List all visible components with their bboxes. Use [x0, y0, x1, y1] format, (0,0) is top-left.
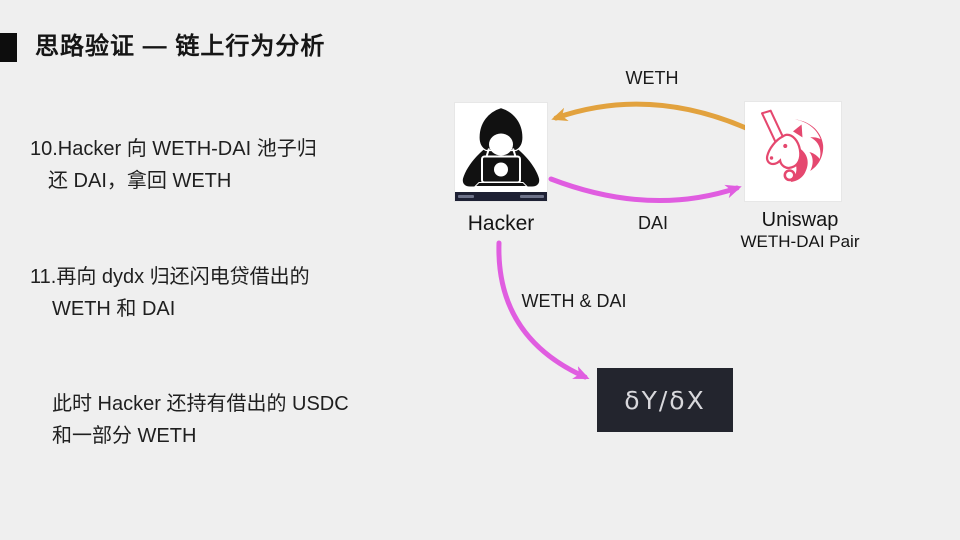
watermark-mark	[520, 195, 544, 198]
uniswap-node-card	[745, 102, 841, 201]
page-title: 思路验证 — 链上行为分析	[35, 33, 326, 60]
edge-label-weth-dai: WETH & DAI	[521, 291, 627, 311]
bullet-note: 此时 Hacker 还持有借出的 USDC 和一部分 WETH	[52, 388, 349, 452]
bullet-step-11-line2: WETH 和 DAI	[52, 298, 176, 320]
edge-label-dai: DAI	[637, 213, 668, 233]
bullet-step-11-line1: 11.再向 dydx 归还闪电贷借出的	[30, 266, 310, 288]
bullet-step-10: 10.Hacker 向 WETH-DAI 池子归 还 DAI，拿回 WETH	[30, 133, 317, 197]
dai-arrow	[548, 176, 742, 204]
bullet-note-line1: 此时 Hacker 还持有借出的 USDC	[52, 393, 349, 415]
formula-node-box: δY/δX	[597, 368, 733, 432]
bullet-note-line2: 和一部分 WETH	[52, 425, 197, 447]
hacker-icon	[462, 106, 540, 187]
weth-arrow	[551, 101, 749, 131]
uniswap-unicorn-icon	[761, 109, 824, 182]
bullet-step-11: 11.再向 dydx 归还闪电贷借出的 WETH 和 DAI	[30, 261, 310, 325]
edge-label-weth: WETH	[625, 68, 679, 88]
hacker-node-label: Hacker	[467, 212, 535, 235]
uniswap-node-label: Uniswap	[761, 209, 839, 231]
watermark-mark	[458, 195, 474, 198]
bullet-step-10-line2: 还 DAI，拿回 WETH	[48, 170, 232, 192]
hacker-node-card	[455, 103, 547, 201]
title-marker-square	[0, 33, 17, 62]
bullet-step-10-line1: 10.Hacker 向 WETH-DAI 池子归	[30, 138, 317, 160]
stock-watermark-bar	[455, 192, 547, 201]
uniswap-node-sublabel: WETH-DAI Pair	[740, 232, 860, 251]
formula-text: δY/δX	[624, 385, 706, 415]
